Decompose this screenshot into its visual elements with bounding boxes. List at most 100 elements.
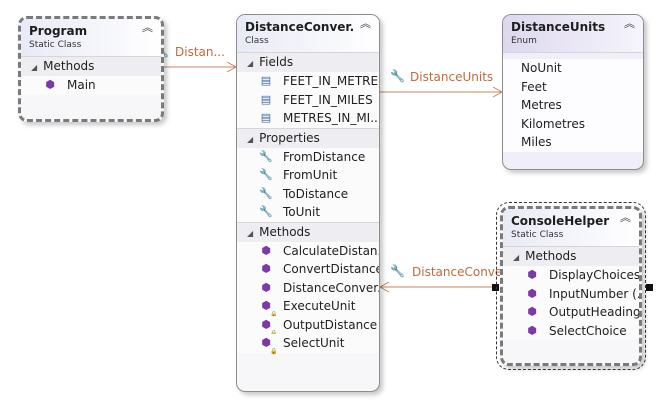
member-label: SelectUnit [283,336,345,350]
field-icon: ▤ [260,74,272,87]
method-cube-icon: ⬢ [45,78,55,91]
section-properties[interactable]: ◢ Properties [237,127,379,148]
method-cube-icon: ⬢ [527,268,537,281]
association-label-units[interactable]: DistanceUnits [410,70,494,84]
section-methods[interactable]: ◢ Methods [503,246,639,266]
section-label: Methods [259,224,311,239]
member-row[interactable]: ⬢ Main [21,76,161,95]
section-fields[interactable]: ◢ Fields [237,52,379,72]
method-cube-icon: ⬢ [261,317,271,331]
wrench-icon: 🔧 [259,149,273,163]
class-stereotype: Static Class [511,230,564,240]
triangle-down-icon[interactable]: ◢ [247,228,254,238]
triangle-down-icon[interactable]: ◢ [31,63,38,72]
member-label: ConvertDistance [283,262,380,276]
member-row[interactable]: 🔧ToUnit [237,203,379,222]
enum-value[interactable]: Metres [503,96,643,115]
section-label: Methods [43,59,95,73]
association-label-program[interactable]: Distan... [175,45,225,59]
class-header[interactable]: ConsoleHelper Static Class ︽ [503,209,639,246]
member-label: FromUnit [283,168,338,182]
class-stereotype: Class [245,36,269,46]
class-stereotype: Static Class [29,40,82,50]
field-icon: ▤ [260,92,272,106]
section-label: Fields [259,55,294,69]
arrowhead [378,281,390,293]
enum-values: NoUnit Feet Metres Kilometres Miles [503,52,643,152]
member-row[interactable]: ▤ FEET_IN_MILES [237,90,379,109]
member-row[interactable]: ⬢🔒 OutputDistance [237,315,379,337]
class-header[interactable]: Program Static Class ︽ [21,19,161,56]
member-row[interactable]: ⬢ InputNumber (... [503,284,642,303]
class-title: DistanceUnits [511,20,606,34]
member-label: SelectChoice [549,323,627,338]
member-row[interactable]: ⬢ DistanceConver... [237,278,380,297]
member-row[interactable]: ⬢ OutputHeading [503,303,639,322]
member-label: OutputDistance [283,317,378,332]
resize-handle[interactable] [646,284,653,291]
member-label: Main [67,78,96,92]
member-label: CalculateDistan... [283,243,380,258]
section-methods[interactable]: ◢ Methods [21,56,161,76]
lock-icon: 🔒 [270,348,278,355]
class-header[interactable]: DistanceConver... Class ︽ [237,15,379,52]
method-cube-icon: ⬢ [527,286,537,300]
wrench-icon: 🔧 [259,168,273,181]
section-methods[interactable]: ◢ Methods [237,221,379,242]
enum-value[interactable]: Feet [503,77,643,96]
method-cube-icon: ⬢ [261,280,271,294]
double-chevron-up-icon[interactable]: ︽ [620,211,631,224]
wrench-icon: 🔧 [390,69,405,83]
lock-icon: 🔒 [270,329,278,337]
double-chevron-up-icon[interactable]: ︽ [360,17,371,30]
resize-handle[interactable] [492,284,499,291]
member-label: METRES_IN_MI... [283,111,380,125]
member-row[interactable]: ⬢ ConvertDistance [237,260,379,279]
enum-box-distance-units[interactable]: DistanceUnits Enum ︽ NoUnit Feet Metres … [502,14,644,170]
class-header[interactable]: DistanceUnits Enum ︽ [503,15,643,52]
member-row[interactable]: ⬢🔒 SelectUnit [237,334,379,355]
member-label: ToUnit [283,205,321,219]
enum-value[interactable]: Kilometres [503,114,643,133]
section-label: Methods [525,249,577,263]
class-title: DistanceConver... [245,20,355,34]
method-cube-icon: ⬢ [527,323,537,337]
member-label: FEET_IN_METRES [283,74,380,88]
method-cube-icon: ⬢ [527,305,537,318]
field-icon: ▤ [260,111,272,124]
member-label: ToDistance [283,186,349,201]
member-label: DisplayChoices [549,268,641,282]
member-label: DistanceConver... [283,280,380,295]
triangle-down-icon[interactable]: ◢ [247,134,254,144]
member-row[interactable]: 🔧FromDistance [237,147,379,166]
member-label: ExecuteUnit [283,299,356,313]
member-row[interactable]: 🔧 FromUnit [237,166,379,185]
member-row[interactable]: ⬢ SelectChoice [503,321,639,340]
member-row[interactable]: ▤ FEET_IN_METRES [237,72,379,91]
method-cube-icon: ⬢ [261,243,271,257]
member-row[interactable]: ▤ METRES_IN_MI... [237,109,379,128]
triangle-down-icon[interactable]: ◢ [513,253,520,262]
association-label-helper[interactable]: DistanceConve... [412,265,514,279]
member-row[interactable]: ⬢🔒ExecuteUnit [237,297,379,318]
enum-value[interactable]: Miles [503,133,643,152]
class-box-program[interactable]: Program Static Class ︽ ◢ Methods ⬢ Main [18,16,164,122]
double-chevron-up-icon[interactable]: ︽ [624,17,635,30]
member-label: InputNumber (... [549,286,642,301]
enum-value[interactable]: NoUnit [503,59,643,78]
double-chevron-up-icon[interactable]: ︽ [142,21,153,34]
member-row[interactable]: 🔧 ToDistance [237,184,379,203]
section-label: Properties [259,130,320,145]
wrench-icon: 🔧 [259,186,273,200]
class-box-console-helper[interactable]: ConsoleHelper Static Class ︽ ◢ Methods ⬢ D… [496,202,646,370]
member-label: OutputHeading [549,305,641,319]
wrench-icon: 🔧 [390,264,405,278]
triangle-down-icon[interactable]: ◢ [247,59,254,68]
class-box-distance-converter[interactable]: DistanceConver... Class ︽ ◢ Fields ▤ FEET_… [236,14,380,392]
member-row[interactable]: ⬢ CalculateDistan... [237,241,380,260]
member-label: FEET_IN_MILES [283,92,373,107]
member-row[interactable]: ⬢ DisplayChoices [503,266,639,285]
method-cube-icon: ⬢ [261,262,271,275]
method-cube-icon: ⬢ [261,336,271,349]
